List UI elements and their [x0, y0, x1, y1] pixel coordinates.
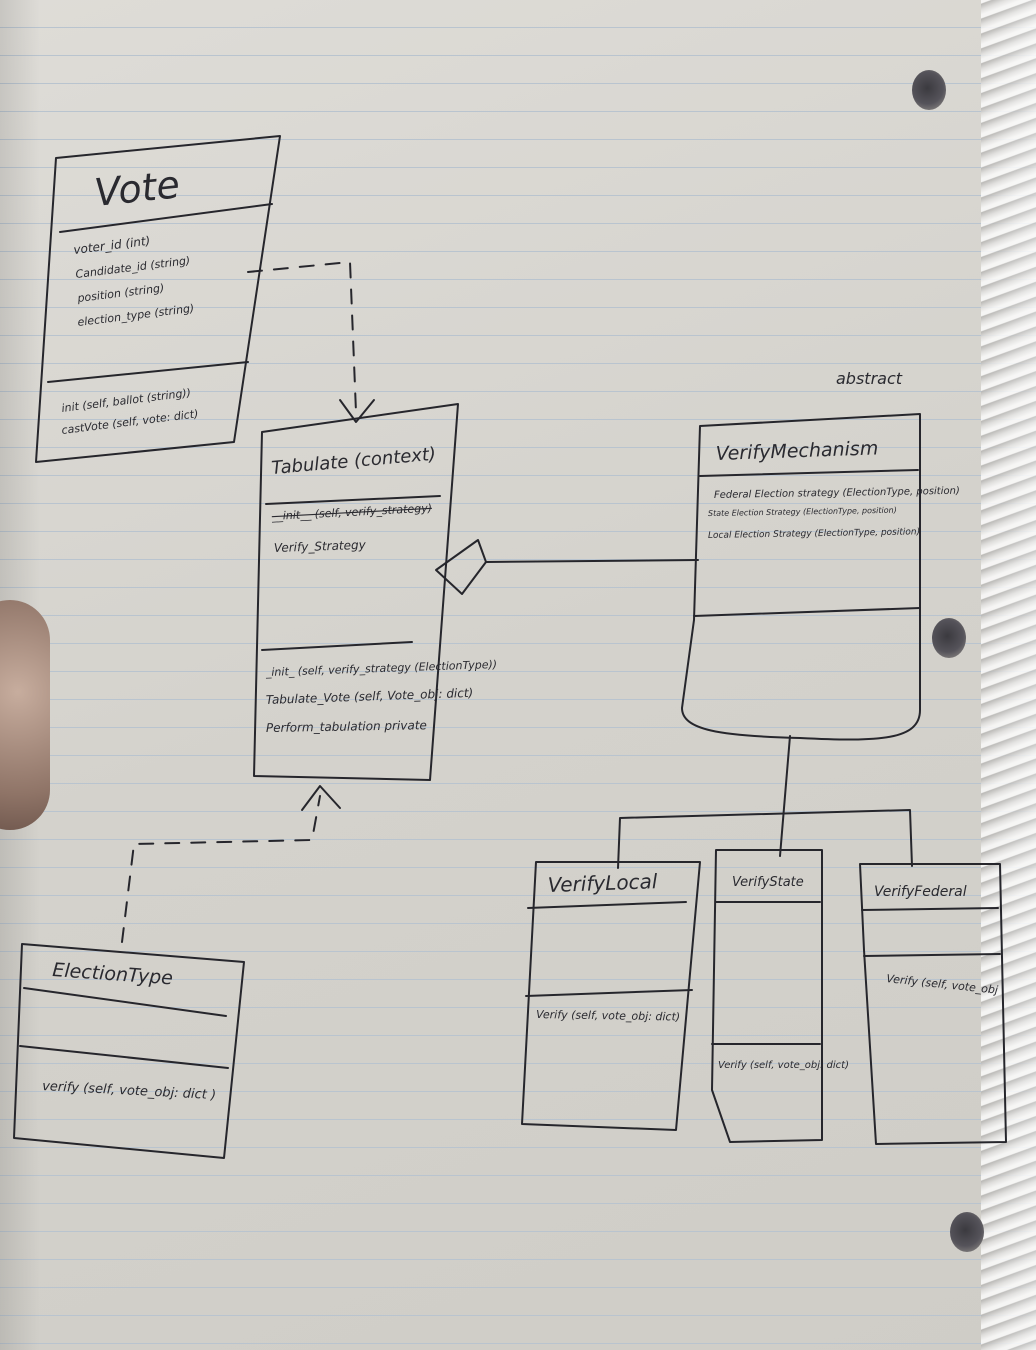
verify-federal-class: VerifyFederal Verify (self, vote_obj: [859, 863, 1007, 1145]
binder-hole: [932, 618, 966, 658]
verify-mechanism-methods-divider: [693, 607, 921, 617]
tabulate-class-box: [253, 403, 459, 781]
verify-federal-methods-divider: [863, 953, 1001, 957]
electiontype-to-tabulate-dependency: [121, 795, 321, 943]
verify-federal-box: [859, 863, 1007, 1145]
tabulate-struck-attribute: __init__ (self, verify_strategy): [270, 502, 432, 523]
verify-federal-title: VerifyFederal: [874, 884, 967, 900]
tabulate-methods-divider: [261, 641, 413, 651]
tabulate-title-divider: [265, 495, 441, 505]
verify-federal-title-divider: [861, 907, 999, 911]
vote-class: Vote voter_id (int) Candidate_id (string…: [35, 135, 281, 463]
verify-local-title: VerifyLocal: [547, 869, 658, 897]
dependency-arrowhead: [339, 399, 375, 423]
inheritance-branch: [617, 809, 913, 869]
binder-hole: [950, 1212, 984, 1252]
verify-local-box: [521, 861, 701, 1131]
vote-class-box: [35, 135, 281, 463]
election-type-title: ElectionType: [52, 959, 174, 989]
election-type-method: verify (self, vote_obj: dict ): [42, 1079, 217, 1103]
verify-local-title-divider: [527, 901, 687, 909]
verify-state-class: VerifyState Verify (self, vote_obj: dict…: [711, 849, 849, 1143]
election-type-title-divider: [23, 987, 227, 1017]
vote-attribute: Candidate_id (string): [75, 254, 191, 281]
vote-attribute: voter_id (int): [73, 234, 151, 257]
binder-hole: [912, 70, 946, 110]
tabulate-method: Perform_tabulation private: [266, 718, 427, 735]
thumb: [0, 600, 50, 830]
tabulate-method: Tabulate_Vote (self, Vote_obj: dict): [266, 686, 474, 707]
vote-to-tabulate-dependency: [247, 261, 357, 413]
spiral-binding: [981, 0, 1036, 1350]
election-type-class: ElectionType verify (self, vote_obj: dic…: [13, 943, 245, 1159]
verify-mechanism-class: abstract VerifyMechanism Federal Electio…: [681, 369, 960, 741]
abstract-note: abstract: [836, 369, 903, 388]
verify-state-title: VerifyState: [732, 875, 804, 890]
election-type-box: [13, 943, 245, 1159]
verify-local-method: Verify (self, vote_obj: dict): [536, 1008, 680, 1024]
vote-attribute: position (string): [76, 281, 165, 305]
tabulate-attribute: Verify_Strategy: [274, 538, 367, 555]
tabulate-title: Tabulate (context): [271, 444, 437, 479]
verify-mechanism-box: [681, 413, 921, 741]
verify-federal-method: Verify (self, vote_obj: [886, 972, 1000, 997]
verify-mechanism-attribute: Federal Election strategy (ElectionType,…: [714, 486, 960, 501]
verify-state-box: [711, 849, 823, 1143]
dependency-arrowhead: [301, 785, 341, 811]
vote-attribute: election_type (string): [77, 302, 195, 329]
verify-mechanism-title-divider: [699, 469, 919, 477]
verify-mechanism-title: VerifyMechanism: [715, 437, 878, 465]
verify-mechanism-attribute: Local Election Strategy (ElectionType, p…: [708, 527, 920, 541]
inheritance-trunk: [779, 735, 791, 857]
vote-methods-divider: [47, 361, 249, 383]
verify-local-class: VerifyLocal Verify (self, vote_obj: dict…: [521, 861, 701, 1131]
aggregation-line: [485, 559, 699, 563]
verify-mechanism-attribute: State Election Strategy (ElectionType, p…: [708, 506, 897, 518]
verify-local-methods-divider: [525, 989, 693, 997]
vote-title: Vote: [92, 162, 181, 215]
vote-title-divider: [59, 203, 273, 233]
verify-state-method: Verify (self, vote_obj: dict): [718, 1060, 849, 1071]
tabulate-method: _init_ (self, verify_strategy (ElectionT…: [265, 658, 498, 679]
election-type-methods-divider: [19, 1045, 229, 1069]
